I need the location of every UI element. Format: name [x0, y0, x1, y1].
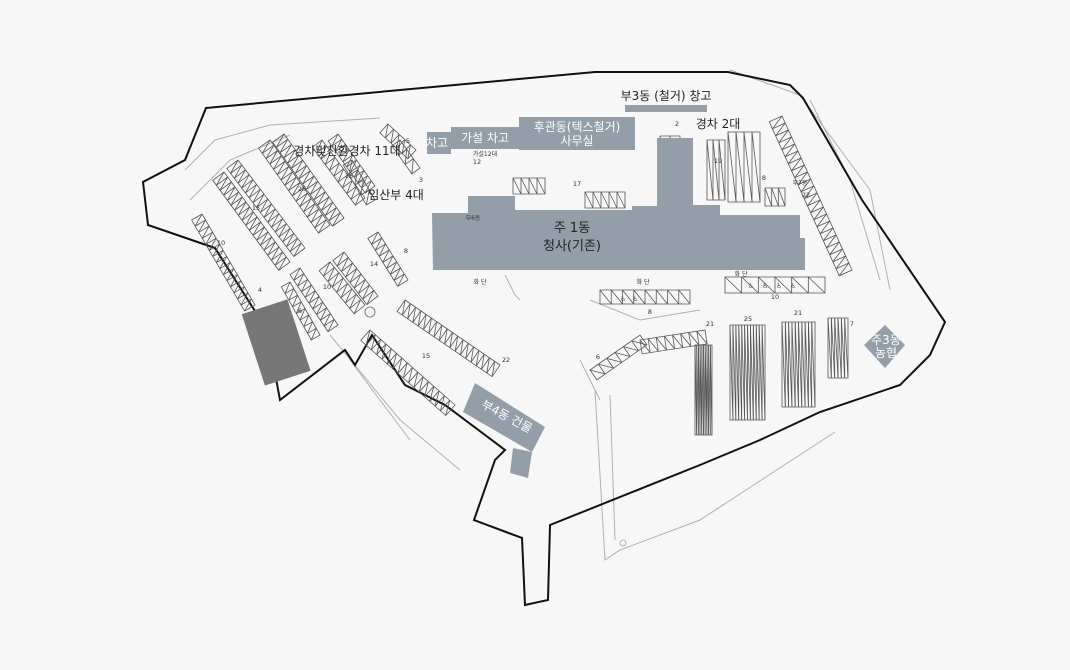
lot-8-right — [727, 131, 761, 203]
rear-hall-building — [519, 117, 635, 150]
annex6-label: 부6동 — [466, 215, 481, 222]
parking-count-p-10c: 10 — [771, 293, 779, 301]
flowerbed-mid: 화 단 — [637, 278, 650, 286]
parking-count-p-26: 26 — [298, 185, 306, 193]
main1-label-1: 주 1동 — [554, 221, 590, 236]
parking-count-p-19: 19 — [714, 157, 722, 165]
accessible-icon: ♿ — [790, 282, 796, 290]
parking-count-p-22b: 22 — [502, 356, 510, 364]
lot-19 — [706, 139, 726, 201]
parking-count-p-7: 7 — [850, 320, 854, 328]
lot-15 — [360, 329, 456, 417]
parking-lots — [191, 115, 853, 436]
accessible-icon: ♿ — [632, 295, 638, 303]
rear-hall-label-2: 사무실 — [560, 134, 593, 148]
compact-eco-label: 경차및친환경차 11대 — [293, 144, 400, 158]
main1-label-2: 청사(기존) — [543, 239, 601, 254]
main3-label-1: 주3동 — [871, 333, 901, 347]
small-dark-lot — [241, 299, 311, 386]
temp-garage-building — [451, 127, 519, 149]
parking-count-p-25: 25 — [744, 315, 752, 323]
parking-count-p-10b: 10 — [323, 283, 331, 291]
parking-count-p-3: 3 — [419, 176, 423, 184]
parking-count-p-15a: 15 — [252, 204, 260, 212]
parking-count-p-18: 18 — [345, 172, 353, 180]
flowerbed-right: 화 단 — [735, 270, 748, 278]
parking-count-p-21b: 21 — [794, 309, 802, 317]
lot-26-left — [226, 159, 306, 258]
annex3-label: 부3동 (철거) 창고 — [621, 89, 712, 103]
lot-21a — [694, 344, 713, 436]
lot-26-left-b — [212, 171, 291, 271]
main-building-1 — [432, 138, 805, 270]
lot-6-bottom — [589, 334, 648, 381]
lot-10-mid — [289, 267, 339, 333]
rear-hall-label-1: 후관동(텍스철거) — [534, 120, 621, 134]
maternity-label: 임산부 4대 — [368, 188, 424, 202]
lot-7 — [827, 317, 849, 379]
lot-8-mid — [367, 231, 409, 287]
accessible-icon: ♿ — [776, 282, 782, 290]
parking-count-p-6b: 6 — [596, 353, 600, 361]
lot-10-right — [724, 276, 826, 294]
temp-garage-label: 가설 차고 — [461, 131, 509, 145]
parking-count-p-4: 4 — [258, 286, 262, 294]
lot-17a — [512, 177, 546, 195]
garage-building — [427, 132, 451, 154]
garage-label: 차고 — [426, 136, 448, 150]
annex7-label: 부7동 — [793, 180, 808, 187]
lot-8-small — [764, 187, 786, 207]
parking-count-p-2: 2 — [675, 120, 679, 128]
lot-26-b — [272, 133, 345, 227]
parking-count-p-8c: 8 — [648, 308, 652, 316]
lot-6-left — [280, 281, 321, 341]
lot-maternity — [342, 159, 376, 206]
flowerbed-left: 화 단 — [474, 278, 487, 286]
parking-count-p-21a: 21 — [706, 320, 714, 328]
lot-14-b — [332, 251, 379, 306]
lot-14 — [318, 261, 366, 315]
parking-count-p-17: 17 — [573, 180, 581, 188]
buildings — [241, 105, 905, 478]
main3-building — [864, 325, 905, 368]
lot-26 — [258, 139, 331, 234]
parking-count-p-8a: 8 — [762, 174, 766, 182]
accessible-icon: ♿ — [620, 295, 626, 303]
parking-count-p-10a: 10 — [217, 239, 225, 247]
main3-label-2: 농협 — [875, 346, 897, 360]
lot-22-right — [768, 115, 853, 277]
area-labels: 경차및친환경차 11대 임산부 4대 경차 2대 화 단 화 단 화 단 — [293, 117, 748, 286]
parking-count-p-5: 5 — [406, 137, 410, 145]
lot-8-bottom — [639, 329, 708, 355]
annex3-building — [625, 105, 707, 112]
annex4-building — [463, 383, 545, 478]
lot-3 — [391, 139, 421, 175]
lot-18-b — [327, 133, 376, 194]
accessible-spot-icons: ♿ ♿ ♿ ♿ ♿ ♿ — [620, 282, 796, 303]
lot-flower-mid — [599, 289, 691, 305]
lot-21b — [781, 321, 816, 408]
parking-count-labels: 5 12 2 19 8 22 18 3 17 26 15 10 8 14 4 10 6 15 22 8 10 21 25 21… — [217, 120, 854, 364]
parking-count-p-6a: 6 — [298, 307, 302, 315]
accessible-icon: ♿ — [762, 282, 768, 290]
lot-10-left — [191, 213, 256, 312]
lot-25 — [729, 324, 766, 421]
parking-count-p-14: 14 — [370, 260, 378, 268]
lot-17b — [584, 191, 626, 209]
compact2-label: 경차 2대 — [696, 117, 741, 131]
temp-garage-cap-label: 가설12대 — [473, 150, 497, 158]
parking-count-p-12: 12 — [473, 158, 481, 166]
parking-count-p-22a: 22 — [802, 191, 810, 199]
parking-count-p-15b: 15 — [422, 352, 430, 360]
accessible-icon: ♿ — [748, 282, 754, 290]
lot-5 — [379, 123, 417, 160]
parking-count-p-8b: 8 — [404, 247, 408, 255]
lot-22 — [396, 299, 501, 378]
roundabout-icon — [364, 306, 376, 318]
